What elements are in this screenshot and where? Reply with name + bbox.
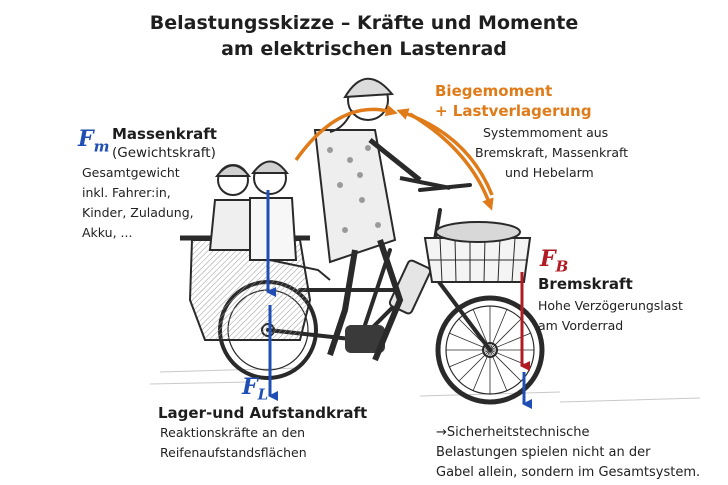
- mass-force-symbol: Fm: [78, 126, 110, 156]
- motor-unit: [345, 325, 385, 353]
- child-right: [249, 160, 331, 281]
- moment-heading-line-1: Biegemoment: [435, 82, 553, 100]
- handlebar: [399, 176, 451, 190]
- diagram-title-line-1: Belastungsskizze – Kräfte und Momente: [149, 12, 579, 34]
- brake-force-heading: Bremskraft: [538, 275, 633, 293]
- bearing-force-description: Reaktionskräfte an den Reifenaufstandsfl…: [160, 425, 307, 460]
- brake-force-description: Hohe Verzögerungslast am Vorderrad: [538, 298, 683, 333]
- safety-note: →Sicherheitstechnische Belastungen spiel…: [436, 425, 701, 480]
- front-basket: [423, 221, 532, 283]
- bearing-force-symbol: FL: [242, 374, 269, 404]
- mass-force-subheading: (Gewichtskraft): [112, 145, 216, 161]
- brake-force-symbol: FB: [540, 246, 569, 276]
- note-arrow-icon: →: [436, 425, 447, 440]
- front-wheel: [435, 295, 545, 405]
- bending-moment-arc: [294, 104, 494, 211]
- moment-heading-line-2: + Lastverlagerung: [435, 102, 592, 120]
- ground-lines: [149, 367, 701, 403]
- child-left: [208, 164, 257, 251]
- moment-description: Systemmoment aus Bremskraft, Massenkraft…: [475, 125, 629, 180]
- mass-force-heading: Massenkraft: [112, 125, 217, 143]
- diagram-title-line-2: am elektrischen Lastenrad: [221, 38, 507, 60]
- bearing-force-heading: Lager-und Aufstandkraft: [158, 404, 368, 422]
- mass-force-description: Gesamtgewicht inkl. Fahrer:in, Kinder, Z…: [82, 165, 194, 240]
